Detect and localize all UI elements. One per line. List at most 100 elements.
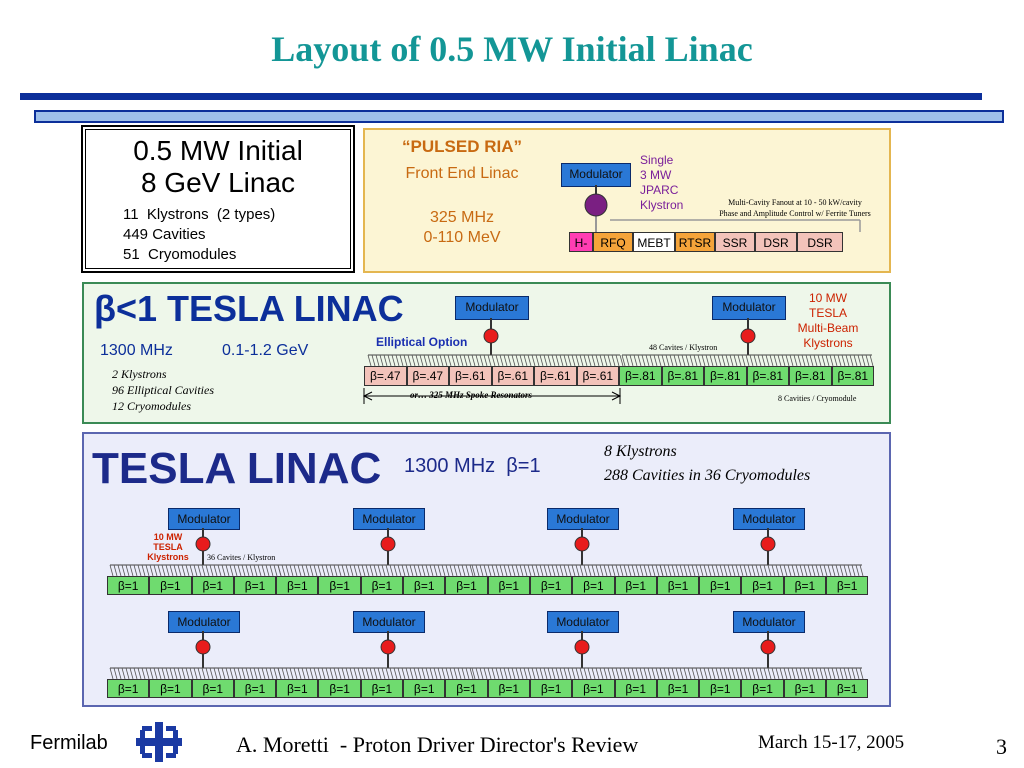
tesla-cavity-cell: β=1 bbox=[487, 679, 530, 698]
ria-fanout-note-line: Phase and Amplitude Control w/ Ferrite T… bbox=[719, 209, 871, 218]
tesla-cavity-cell: β=1 bbox=[107, 679, 150, 698]
beta-lt-1-stats: 2 Klystrons 96 Elliptical Cavities 12 Cr… bbox=[112, 366, 214, 414]
tesla-cavity-cell: β=1 bbox=[445, 576, 488, 595]
beta-lt-1-frequency: 1300 MHz bbox=[100, 342, 173, 359]
title-rule-dark bbox=[20, 93, 982, 100]
ria-segment: DSR bbox=[797, 232, 843, 252]
tesla-cavity-cell: β=1 bbox=[276, 576, 319, 595]
ria-fanout-note-line: Multi-Cavity Fanout at 10 - 50 kW/cavity bbox=[728, 198, 862, 207]
cryomodule-note: 8 Cavities / Cryomodule bbox=[778, 394, 857, 403]
summary-title: 0.5 MW Initial 8 GeV Linac bbox=[83, 135, 353, 199]
beta-lt-1-modulator-right: Modulator bbox=[712, 296, 786, 320]
tesla-cavity-cell: β=1 bbox=[656, 576, 700, 595]
ria-klystron-note-line: 3 MW bbox=[640, 168, 672, 182]
tesla-klystron-count: 8 Klystrons bbox=[604, 443, 677, 460]
beta-lt-1-cavity-cell: β=.61 bbox=[449, 366, 492, 386]
ria-fanout-note: Multi-Cavity Fanout at 10 - 50 kW/cavity… bbox=[700, 197, 890, 219]
summary-box: 0.5 MW Initial 8 GeV Linac 11 Klystrons … bbox=[81, 125, 355, 273]
tesla-cavity-cell: β=1 bbox=[149, 679, 192, 698]
ria-modulator: Modulator bbox=[561, 163, 631, 187]
summary-item-cryomodules: 51 Cryomodules bbox=[123, 246, 237, 263]
beta-lt-1-cavity-cell: β=.81 bbox=[619, 366, 662, 386]
beta-lt-1-klystron-note-line: 10 MW bbox=[808, 291, 847, 305]
tesla-cavity-cell: β=1 bbox=[318, 576, 361, 595]
tesla-klystron-note-line: 10 MW bbox=[153, 532, 183, 542]
tesla-klystron-note-line: TESLA bbox=[153, 542, 183, 552]
tesla-cavity-cell: β=1 bbox=[360, 576, 404, 595]
beta-lt-1-title: β<1 TESLA LINAC bbox=[94, 288, 404, 329]
tesla-modulator: Modulator bbox=[353, 508, 425, 530]
tesla-cavity-cell: β=1 bbox=[403, 679, 446, 698]
tesla-cavity-cell: β=1 bbox=[276, 679, 319, 698]
beta-lt-1-klystron-note-line: TESLA bbox=[808, 306, 847, 320]
tesla-cavity-cell: β=1 bbox=[614, 576, 657, 595]
beta-lt-1-energy: 0.1-1.2 GeV bbox=[222, 342, 309, 359]
elliptical-option-label: Elliptical Option bbox=[376, 335, 468, 349]
tesla-modulator: Modulator bbox=[547, 611, 619, 633]
ria-title: “PULSED RIA” bbox=[402, 137, 522, 156]
tesla-cavity-cell: β=1 bbox=[318, 679, 361, 698]
ria-klystron-note-line: Klystron bbox=[640, 198, 684, 212]
ria-klystron-note-line: Single bbox=[640, 153, 674, 167]
beta-lt-1-klystron-note-line: Klystrons bbox=[803, 336, 853, 350]
tesla-modulator: Modulator bbox=[733, 508, 805, 530]
tesla-cavity-cell: β=1 bbox=[191, 679, 234, 698]
tesla-modulator: Modulator bbox=[547, 508, 619, 530]
beta-lt-1-cavity-cell: β=.81 bbox=[661, 366, 704, 386]
slide-title: Layout of 0.5 MW Initial Linac bbox=[271, 29, 753, 69]
ria-segment: SSR bbox=[715, 232, 755, 252]
tesla-cavity-cell: β=1 bbox=[699, 679, 742, 698]
tesla-cavity-cell: β=1 bbox=[487, 576, 530, 595]
beta-lt-1-stat: 12 Cryomodules bbox=[112, 399, 191, 413]
beta-lt-1-cavity-cell: β=.81 bbox=[704, 366, 747, 386]
tesla-cavity-cell: β=1 bbox=[360, 679, 404, 698]
tesla-cavity-cell: β=1 bbox=[826, 679, 869, 698]
tesla-cavity-cell: β=1 bbox=[107, 576, 150, 595]
tesla-cavity-note: 36 Cavites / Klystron bbox=[207, 553, 276, 562]
beta-lt-1-cavity-cell: β=.47 bbox=[406, 366, 449, 386]
tesla-cavity-cell: β=1 bbox=[149, 576, 192, 595]
tesla-cavity-cell: β=1 bbox=[741, 576, 784, 595]
beta-lt-1-cavity-note: 48 Cavites / Klystron bbox=[649, 343, 718, 352]
ria-energy: 0-110 MeV bbox=[423, 229, 501, 246]
beta-lt-1-stat: 96 Elliptical Cavities bbox=[112, 383, 214, 397]
ria-segment: RTSR bbox=[675, 232, 715, 252]
summary-title-line1: 0.5 MW Initial bbox=[133, 135, 303, 166]
tesla-modulator: Modulator bbox=[168, 508, 240, 530]
beta-lt-1-klystron-note-line: Multi-Beam bbox=[797, 321, 859, 335]
ria-klystron-note: Single 3 MW JPARC Klystron bbox=[640, 153, 683, 213]
summary-item-klystrons: 11 Klystrons (2 types) bbox=[123, 206, 276, 223]
beta-lt-1-klystron-note: 10 MW TESLA Multi-Beam Klystrons bbox=[783, 291, 873, 351]
ria-subtitle: Front End Linac bbox=[405, 165, 519, 182]
beta-lt-1-modulator-left: Modulator bbox=[455, 296, 529, 320]
tesla-linac-title: TESLA LINAC bbox=[92, 444, 382, 493]
summary-list: 11 Klystrons (2 types) 449 Cavities 51 C… bbox=[123, 205, 275, 265]
tesla-klystron-note-line: Klystrons bbox=[147, 552, 189, 562]
ria-segment: RFQ bbox=[593, 232, 633, 252]
tesla-cavity-cell: β=1 bbox=[656, 679, 700, 698]
beta-lt-1-cavity-cell: β=.61 bbox=[534, 366, 577, 386]
tesla-cavity-cell: β=1 bbox=[529, 576, 573, 595]
ria-klystron-note-line: JPARC bbox=[640, 183, 679, 197]
ria-frequency: 325 MHz bbox=[429, 209, 495, 226]
tesla-cavity-cell: β=1 bbox=[741, 679, 784, 698]
tesla-frequency-beta: 1300 MHz β=1 bbox=[404, 455, 541, 477]
beta-lt-1-cavity-cell: β=.61 bbox=[491, 366, 534, 386]
beta-lt-1-stat: 2 Klystrons bbox=[112, 367, 167, 381]
tesla-modulator: Modulator bbox=[733, 611, 805, 633]
footer-lab-name: Fermilab bbox=[30, 732, 108, 754]
ria-segment: DSR bbox=[755, 232, 797, 252]
tesla-cavity-cell: β=1 bbox=[233, 576, 277, 595]
beta-lt-1-cavity-cell: β=.61 bbox=[576, 366, 619, 386]
tesla-modulator: Modulator bbox=[353, 611, 425, 633]
tesla-cavity-cell: β=1 bbox=[529, 679, 573, 698]
tesla-cavity-cell: β=1 bbox=[191, 576, 234, 595]
page-number: 3 bbox=[996, 734, 1007, 759]
summary-item-cavities: 449 Cavities bbox=[123, 226, 206, 243]
tesla-cavity-cell: β=1 bbox=[826, 576, 869, 595]
tesla-cavity-cell: β=1 bbox=[699, 576, 742, 595]
